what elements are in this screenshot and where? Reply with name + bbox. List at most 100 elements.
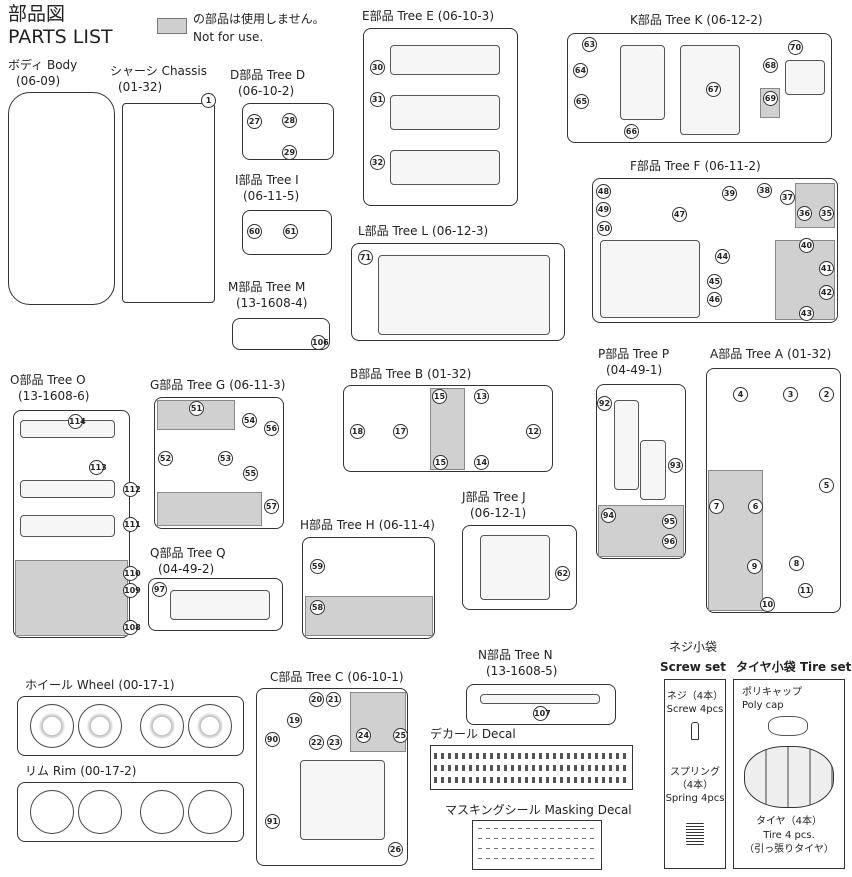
part-drawing [614,400,639,490]
tree-chassis-code: (01-32) [118,80,163,94]
part-number: 31 [370,92,385,107]
part-number: 9 [747,559,762,574]
tree-c-label: C部品 Tree C(06-10-1) [270,670,404,685]
part-number: 67 [706,82,721,97]
part-drawing [20,480,115,498]
part-number: 54 [242,413,257,428]
tree-masking-name: マスキングシール Masking Decal [445,803,632,817]
tree-p-code: (04-49-1) [606,363,663,377]
part-number: 51 [189,401,204,416]
part-number: 21 [326,692,341,707]
part-number: 17 [393,424,408,439]
part-drawing [785,60,825,95]
tree-wheel-name: ホイール Wheel [25,678,115,692]
tree-f-name: F部品 Tree F [630,159,701,173]
part-drawing [170,590,270,620]
part-number: 60 [247,224,262,239]
not-for-use-area [305,596,433,636]
part-number: 46 [707,292,722,307]
tree-m-name: M部品 Tree M [228,280,306,294]
screw-set-title-ja: ネジ小袋 [668,640,717,654]
part-number: 29 [282,145,297,160]
masking-strip [478,828,596,829]
part-number: 32 [370,155,385,170]
tree-decal-name: デカール Decal [430,727,516,741]
part-number: 65 [574,94,589,109]
tree-rim-code: (00-17-2) [80,764,137,778]
part-number: 107 [533,706,551,721]
part-number: 90 [265,732,280,747]
polycap-ja: ポリキャップ [742,687,802,698]
tree-f-label: F部品 Tree F(06-11-2) [630,159,761,174]
part-number: 36 [797,206,812,221]
part-number: 4 [733,387,748,402]
part-number: 11 [798,583,813,598]
part-number: 111 [123,517,141,532]
tree-chassis-name: シャーシ Chassis [110,64,208,78]
wheel-part [78,704,122,748]
part-number: 15 [432,389,447,404]
masking-strip [478,848,596,849]
tree-o-name: O部品 Tree O [10,373,86,387]
part-number: 24 [356,728,371,743]
part-drawing [620,45,665,120]
part-number: 20 [309,692,324,707]
tree-n-code: (13-1608-5) [486,664,558,678]
part-number: 112 [123,482,141,497]
tree-rim-name: リム Rim [25,764,77,778]
screw-en: Screw 4pcs [666,704,724,715]
tree-g-label: G部品 Tree G(06-11-3) [150,378,285,393]
part-number: 113 [89,460,107,475]
tree-i-code: (06-11-5) [243,189,300,203]
polycap-icon [768,716,808,736]
part-number: 18 [350,424,365,439]
tree-a-name: A部品 Tree A [710,347,784,361]
part-number: 35 [819,206,834,221]
tree-e-label: E部品 Tree E(06-10-3) [362,9,494,24]
part-number: 66 [624,124,639,139]
part-number: 52 [158,451,173,466]
part-number: 48 [596,184,611,199]
tree-o-code: (13-1608-6) [18,389,90,403]
part-number: 97 [152,582,167,597]
part-drawing [378,255,550,335]
tree-a-label: A部品 Tree A(01-32) [710,347,831,362]
masking-strip [478,858,596,859]
part-number: 59 [310,559,325,574]
tree-body-box [8,92,115,305]
not-for-use-area [795,183,835,228]
part-number: 23 [327,735,342,750]
legend-en: Not for use. [193,30,264,44]
title-en: PARTS LIST [8,26,113,48]
screw-set-title-en: Screw set [659,660,727,674]
not-for-use-area [15,560,128,636]
tree-e-name: E部品 Tree E [362,9,434,23]
tree-c-name: C部品 Tree C [270,670,344,684]
masking-strip [478,838,596,839]
tree-j-code: (06-12-1) [470,506,527,520]
tree-n-name: N部品 Tree N [478,648,553,662]
part-number: 43 [799,306,814,321]
tree-b-code: (01-32) [427,367,472,381]
tree-k-label: K部品 Tree K(06-12-2) [630,13,763,28]
part-number: 19 [287,713,302,728]
tree-d-name: D部品 Tree D [230,68,306,82]
part-number: 94 [601,508,616,523]
part-drawing [480,535,550,600]
part-number: 106 [311,335,329,350]
not-for-use-swatch [157,18,187,34]
wheel-part [140,704,184,748]
tree-l-name: L部品 Tree L [358,224,429,238]
part-number: 2 [819,387,834,402]
part-number: 56 [264,421,279,436]
part-number: 38 [757,183,772,198]
part-number: 3 [783,387,798,402]
tire-en: Tire 4 pcs. [763,830,815,841]
rim-part [188,790,232,834]
polycap-en: Poly cap [742,700,784,711]
tree-k-name: K部品 Tree K [630,13,703,27]
part-drawing [390,150,500,185]
part-number: 71 [358,250,373,265]
part-number: 53 [218,451,233,466]
tree-k-code: (06-12-2) [706,13,763,27]
